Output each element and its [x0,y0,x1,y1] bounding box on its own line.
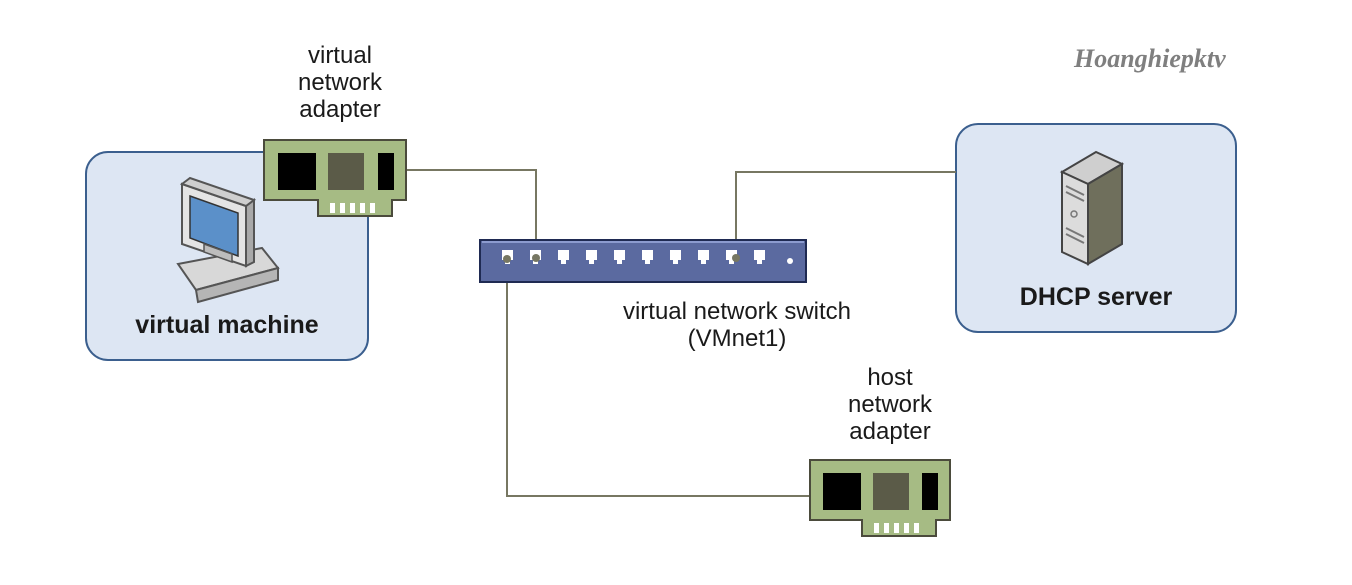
switch-label-line-2: (VMnet1) [687,325,787,352]
dhcp-server-label: DHCP server [1019,283,1173,311]
wire-switch-to-host-adapter [506,260,810,497]
host-network-adapter-label: host network adapter [830,364,950,445]
virtual-network-adapter-icon [263,139,407,217]
connection-wires [406,169,956,497]
host-adapter-label-line-2: network [847,391,933,418]
virtual-machine-label: virtual machine [135,311,319,339]
virtual-adapter-label-line-3: adapter [299,96,381,123]
virtual-network-switch-icon [479,239,807,283]
host-network-adapter-icon [809,459,951,537]
wire-switch-to-dhcp [735,171,956,260]
host-adapter-label-line-3: adapter [849,418,931,445]
virtual-adapter-label-line-2: network [297,69,383,96]
virtual-network-switch-label: virtual network switch (VMnet1) [582,298,892,352]
virtual-adapter-label-line-1: virtual [307,42,373,69]
host-adapter-label-line-1: host [867,364,913,391]
wire-vm-adapter-to-switch [406,169,537,260]
switch-label-line-1: virtual network switch [622,298,852,325]
watermark: Hoanghiepktv [1074,44,1226,73]
virtual-network-adapter-label: virtual network adapter [280,42,400,123]
server-tower-icon [1059,150,1125,266]
computer-monitor-icon [176,176,280,304]
